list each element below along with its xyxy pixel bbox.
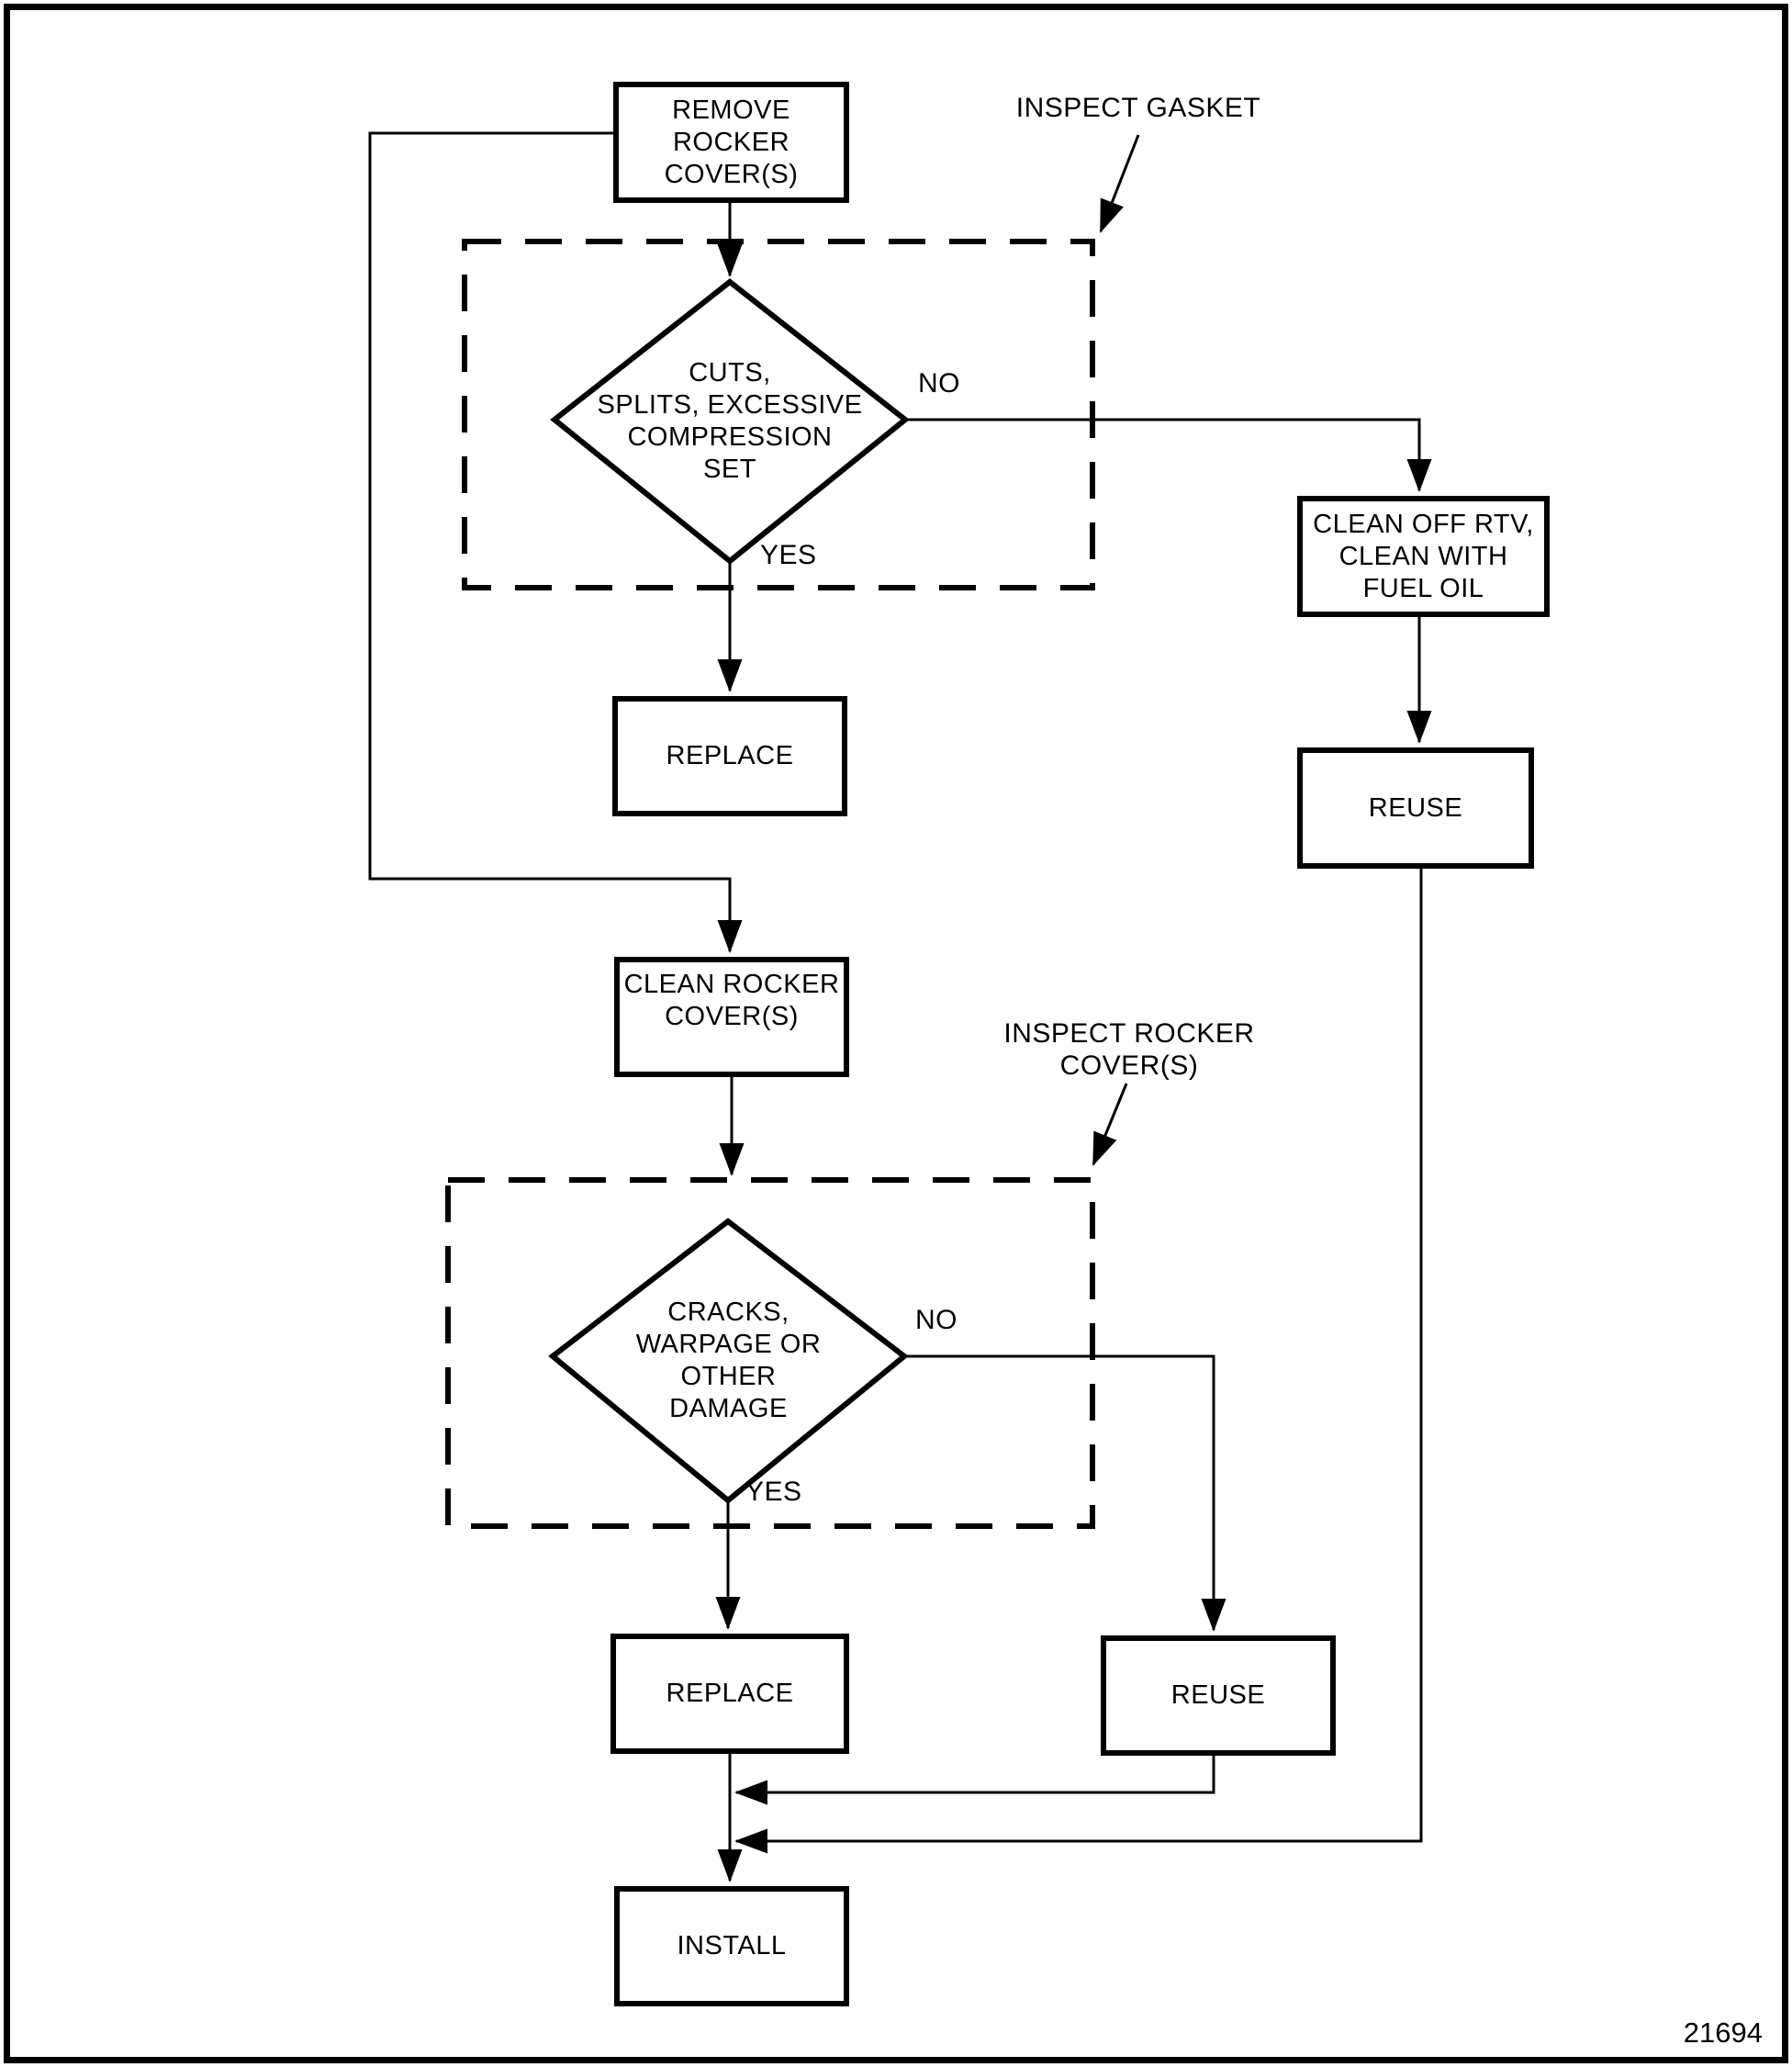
- node-reuse-cover: REUSE: [1101, 1635, 1336, 1756]
- node-reuse-gasket: REUSE: [1297, 747, 1534, 869]
- page-border: [4, 4, 1788, 2063]
- arrow-gasket-no-to-clean-rtv: [905, 418, 1432, 492]
- node-install: INSTALL: [614, 1886, 849, 2006]
- inspect-gasket-annotation: INSPECT GASKET: [1015, 93, 1261, 123]
- cover-decision-label: CRACKS, WARPAGE OR OTHER DAMAGE: [635, 1297, 822, 1423]
- node-clean-off-rtv: CLEAN OFF RTV, CLEAN WITH FUEL OIL: [1297, 496, 1550, 617]
- node-clean-rocker-covers: CLEAN ROCKER COVER(S): [614, 957, 849, 1077]
- figure-number: 21694: [1683, 2016, 1763, 2049]
- gasket-no-label: NO: [918, 368, 960, 399]
- node-remove-rocker-covers: REMOVE ROCKER COVER(S): [613, 82, 849, 203]
- node-replace-cover: REPLACE: [610, 1634, 849, 1754]
- inspect-rocker-dashed-region: [445, 1177, 1095, 1529]
- arrow-reuse-cover-to-install-junction: [734, 1756, 1215, 1805]
- inspect-rocker-callout-arrow: [1092, 1083, 1128, 1166]
- gasket-decision-label: CUTS, SPLITS, EXCESSIVE COMPRESSION SET: [597, 358, 863, 484]
- gasket-yes-label: YES: [760, 540, 817, 570]
- cover-no-label: NO: [915, 1305, 958, 1335]
- arrow-reuse-gasket-to-install-junction: [734, 869, 1423, 1854]
- node-replace-gasket: REPLACE: [612, 696, 847, 816]
- inspect-rocker-annotation: INSPECT ROCKER COVER(S): [1003, 1018, 1255, 1081]
- cover-yes-label: YES: [745, 1477, 802, 1507]
- arrow-cover-no-to-reuse: [904, 1354, 1226, 1632]
- inspect-gasket-callout-arrow: [1099, 134, 1140, 233]
- inspect-gasket-dashed-region: [462, 239, 1095, 590]
- arrow-remove-to-clean-rocker: [368, 131, 743, 953]
